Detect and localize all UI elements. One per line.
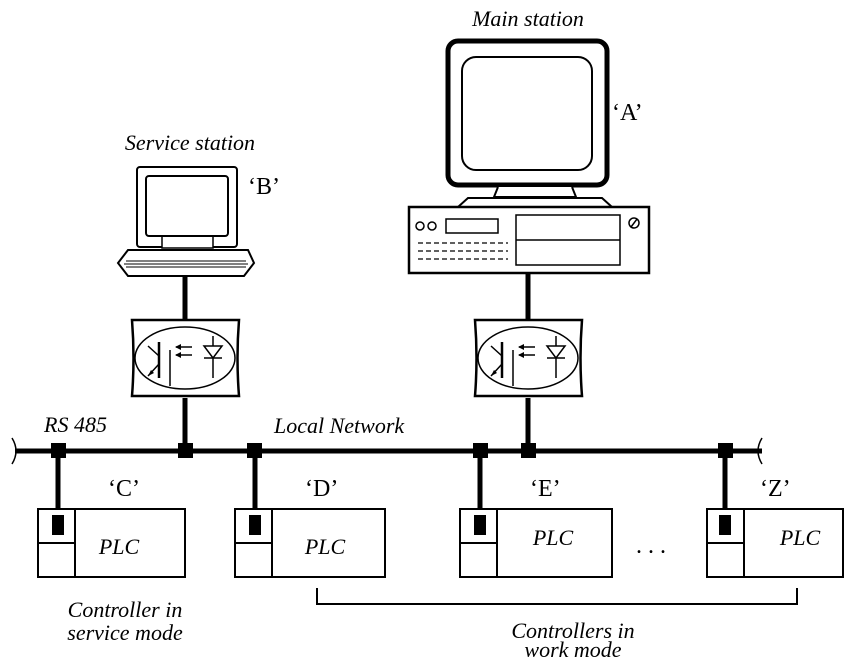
rs485-bus: [11, 437, 763, 465]
plc-z-label: PLC: [779, 525, 821, 550]
plc-e-label: PLC: [532, 525, 574, 550]
plc-e: [459, 508, 613, 578]
plc-c-label: PLC: [98, 534, 140, 559]
ellipsis: . . .: [636, 533, 666, 559]
main-station-label: Main station: [471, 6, 584, 31]
plc-d-label: PLC: [304, 534, 346, 559]
work-mode-line2: work mode: [524, 637, 621, 661]
plc-c: [37, 508, 186, 578]
plc-c-id: ‘C’: [108, 476, 140, 502]
main-station-cpu: [407, 205, 651, 275]
service-station-id: ‘B’: [248, 174, 280, 200]
work-mode-line1: Controllers in: [511, 618, 634, 643]
service-station-laptop: [116, 166, 256, 277]
isolator-b: [130, 318, 241, 398]
plc-d-id: ‘D’: [305, 476, 338, 502]
station-links: [182, 273, 531, 450]
isolator-a: [473, 318, 584, 398]
main-station-id: ‘A’: [612, 100, 643, 126]
work-mode-bracket: [316, 588, 798, 605]
local-network-label: Local Network: [273, 413, 405, 438]
plc-d: [234, 508, 386, 578]
service-station-label: Service station: [125, 130, 255, 155]
service-mode-line1: Controller in: [68, 597, 183, 622]
plc-e-id: ‘E’: [530, 476, 561, 502]
rs485-label: RS 485: [43, 412, 107, 437]
plc-z-id: ‘Z’: [760, 476, 791, 502]
main-station-monitor: [445, 38, 615, 208]
plc-z: [706, 508, 844, 578]
service-mode-line2: service mode: [67, 620, 183, 645]
